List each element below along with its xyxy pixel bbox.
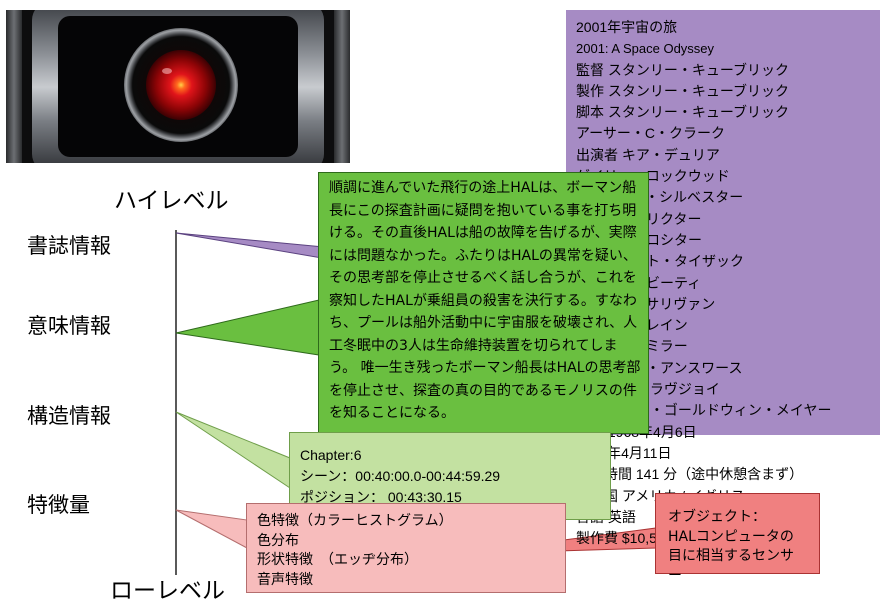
object-line: オブジェクト：	[668, 509, 766, 525]
bib-line: アーサー・C・クラーク	[576, 125, 725, 142]
semantic-pointer	[175, 299, 320, 356]
level-label-feature: 特徴量	[27, 493, 90, 517]
bib-line: 出演者 キア・デュリア	[576, 146, 720, 163]
feature-item: 音声特徴	[257, 571, 313, 588]
level-label-semantic: 意味情報	[27, 314, 111, 338]
position-text: ポジション： 00:43:30.15	[300, 489, 462, 505]
semantic-text: 順調に進んでいた飛行の途上HALは、ボーマン船長にこの探査計画に疑問を抱いている…	[329, 180, 641, 421]
bib-line: 上映時間 141 分（途中休憩含まず）	[576, 466, 804, 483]
object-box: オブジェクト： HALコンピュータの 目に相当するセンサー	[655, 493, 820, 584]
object-line: HALコンピュータの	[668, 528, 794, 545]
feature-item: 色特徴（カラーヒストグラム）	[257, 513, 453, 529]
feature-pointer	[175, 509, 248, 549]
feature-item: 形状特徴 （エッヂ分布）	[257, 552, 418, 568]
level-label-structure: 構造情報	[27, 404, 111, 428]
bib-line: 2001: A Space Odyssey	[576, 41, 715, 57]
feature-item: 色分布	[257, 532, 299, 549]
scene-text: シーン：00:40:00.0-00:44:59.29	[300, 468, 501, 484]
bibliographic-box: 2001年宇宙の旅 2001: A Space Odyssey 監督 スタンリー…	[566, 10, 880, 546]
chapter-text: Chapter:6	[300, 447, 362, 463]
bib-line: 製作 スタンリー・キューブリック	[576, 82, 790, 99]
semantic-box: 順調に進んでいた飛行の途上HALは、ボーマン船長にこの探査計画に疑問を抱いている…	[318, 172, 649, 434]
feature-box: 色特徴（カラーヒストグラム） 色分布 形状特徴 （エッヂ分布） 音声特徴	[246, 503, 566, 593]
object-line: 目に相当するセンサー	[668, 548, 794, 584]
bib-line: 監督 スタンリー・キューブリック	[576, 61, 790, 78]
high-level-label: ハイレベル	[114, 188, 229, 214]
level-label-bibliographic: 書誌情報	[27, 234, 111, 258]
bib-line: 脚本 スタンリー・キューブリック	[576, 104, 790, 121]
hal-eye-image	[6, 10, 350, 163]
bib-line: 2001年宇宙の旅	[576, 19, 678, 35]
structure-pointer	[175, 411, 291, 489]
bib-line: 1968年4月11日	[576, 444, 672, 461]
